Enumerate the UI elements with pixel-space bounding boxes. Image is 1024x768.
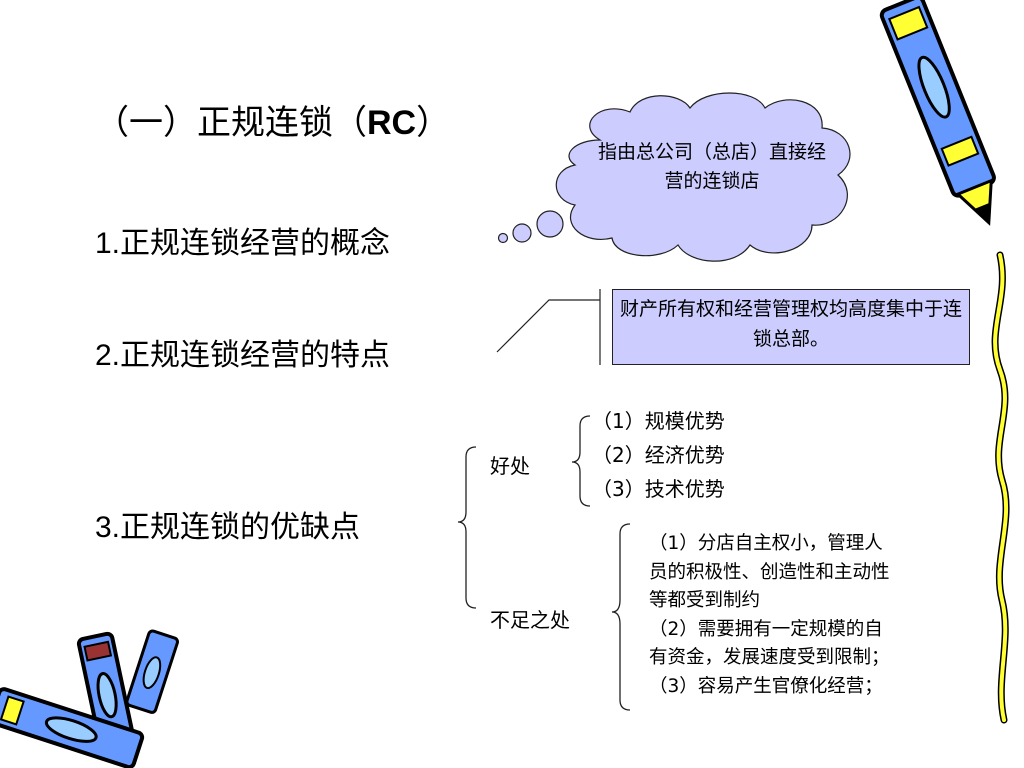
heading-concept-text: 正规连锁经营的概念 — [120, 226, 391, 261]
title-prefix: （一）正规连锁（ — [95, 103, 367, 143]
cons-line: 等都受到制约 — [649, 590, 761, 611]
title-suffix: ） — [416, 103, 451, 143]
callout-connector — [496, 289, 601, 365]
heading-pros-cons-number: 3. — [95, 511, 121, 544]
cons-line: （1）分店自主权小，管理人 — [649, 533, 883, 554]
heading-features-text: 正规连锁经营的特点 — [120, 338, 391, 373]
cons-list: （1）分店自主权小，管理人 员的积极性、创造性和主动性 等都受到制约 （2）需要… — [649, 530, 989, 701]
thought-cloud — [497, 92, 851, 262]
pencil-crayon-icon — [879, 0, 996, 226]
slide-title: （一）正规连锁（RC） — [95, 95, 450, 144]
heading-pros-cons: 3.正规连锁的优缺点 — [95, 502, 360, 546]
cons-line: （2）需要拥有一定规模的自 — [649, 618, 883, 640]
heading-features: 2.正规连锁经营的特点 — [95, 330, 390, 374]
pros-label: 好处 — [490, 454, 530, 478]
cons-line: 员的积极性、创造性和主动性 — [649, 561, 890, 583]
heading-concept-number: 1. — [95, 227, 121, 260]
crayon-pair-icon — [0, 629, 179, 768]
cons-line: （3）容易产生官僚化经营； — [649, 675, 883, 697]
cons-line: 有资金，发展速度受到限制； — [649, 647, 890, 668]
heading-pros-cons-text: 正规连锁的优缺点 — [120, 510, 361, 545]
heading-concept: 1.正规连锁经营的概念 — [95, 218, 390, 262]
pros-item: （3）技术优势 — [592, 477, 725, 501]
cons-label: 不足之处 — [490, 608, 570, 632]
features-box: 财产所有权和经营管理权均高度集中于连锁总部。 — [612, 289, 970, 365]
heading-features-number: 2. — [95, 339, 121, 372]
pros-item: （2）经济优势 — [592, 443, 725, 467]
cloud-definition-text: 指由总公司（总店）直接经营的连锁店 — [597, 141, 826, 192]
brace-pros — [571, 415, 591, 507]
cloud-bubble-small — [497, 232, 509, 244]
brace-main — [457, 446, 477, 609]
pros-item: （1）规模优势 — [592, 409, 725, 433]
brace-cons — [611, 523, 631, 711]
cloud-bubble-large — [536, 210, 564, 238]
title-rc: RC — [367, 104, 417, 142]
pros-list: （1）规模优势 （2）经济优势 （3）技术优势 — [592, 404, 725, 506]
cloud-bubble-medium — [512, 223, 532, 243]
